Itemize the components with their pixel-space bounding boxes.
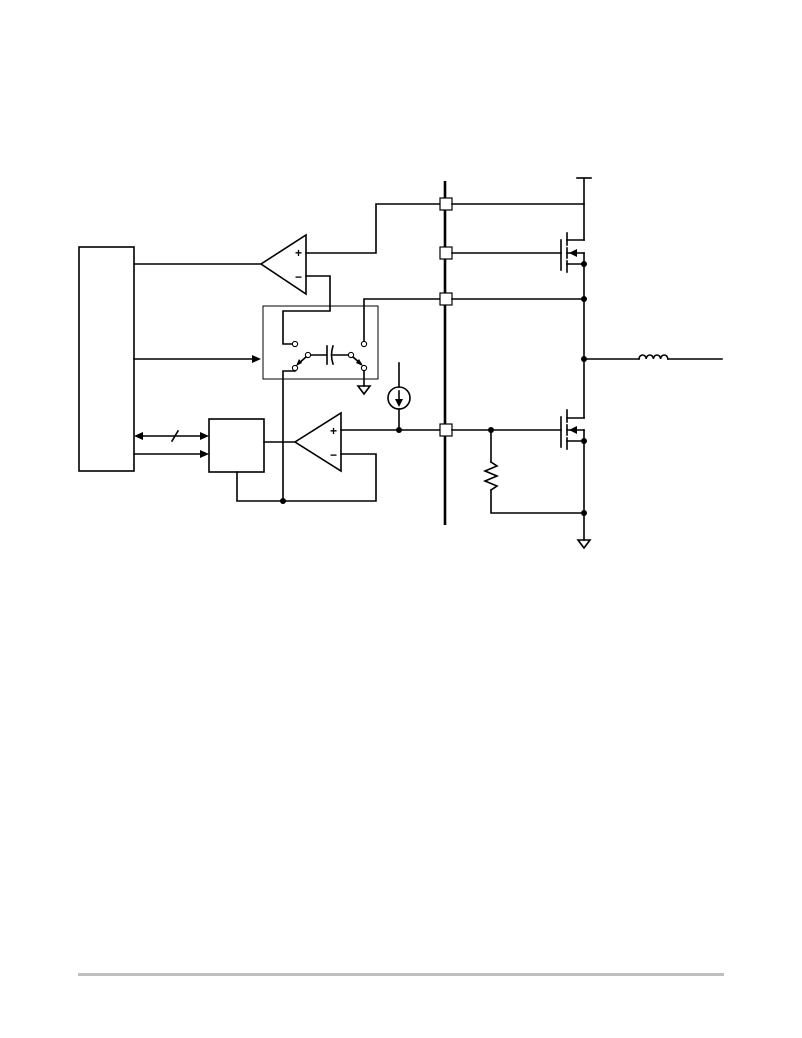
pin-2 — [439, 246, 453, 260]
mosfet-high-side — [451, 232, 587, 273]
pin-4 — [439, 423, 453, 437]
opamp-top-plus: + — [295, 246, 302, 260]
mosfet-low-side — [451, 409, 587, 450]
footer-rule — [78, 973, 724, 976]
data-bus-arrow — [134, 429, 209, 443]
opamp-bottom-minus: − — [330, 448, 337, 462]
opamp-top: + − — [259, 233, 307, 296]
inductor — [583, 354, 723, 360]
opamp-bottom-plus: + — [330, 424, 337, 438]
resistor — [482, 427, 585, 514]
current-source — [387, 362, 411, 433]
interface-block — [208, 418, 265, 473]
switch-capacitor-box — [133, 305, 379, 396]
pin-3 — [439, 292, 453, 306]
opamp-top-minus: − — [295, 270, 302, 284]
ground-symbol — [576, 539, 592, 550]
controller-block — [78, 246, 135, 472]
pin-1 — [439, 197, 453, 211]
control-arrow — [133, 450, 209, 458]
opamp-bottom: + − — [293, 411, 342, 473]
